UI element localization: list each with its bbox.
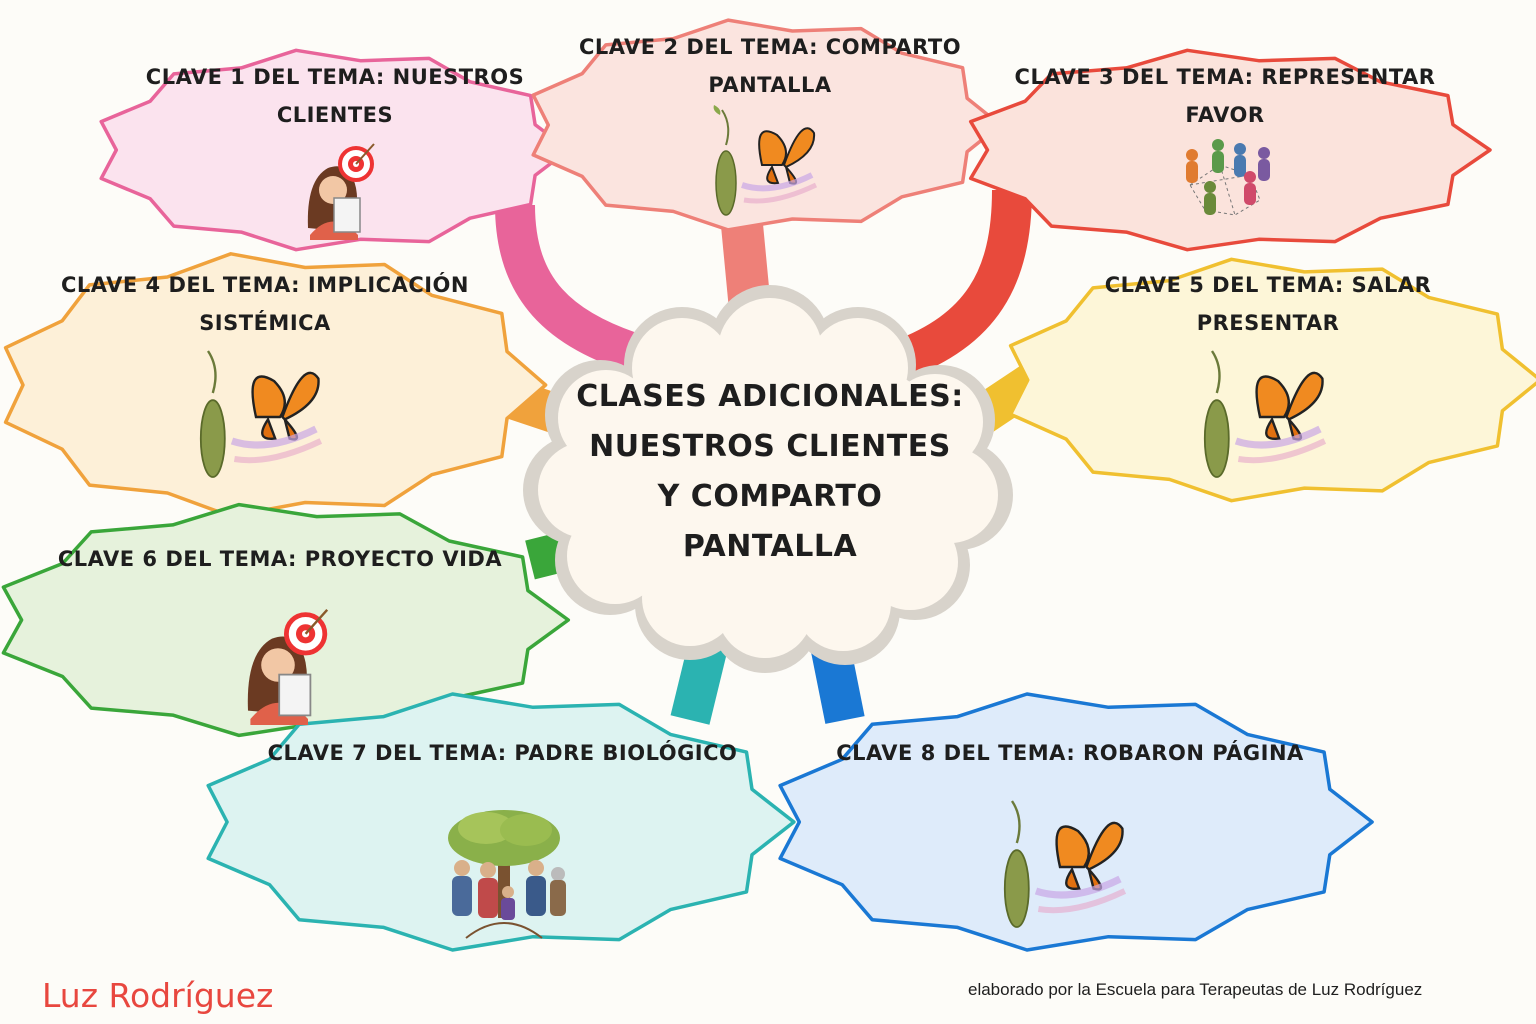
topic-2-line-2: PANTALLA xyxy=(708,73,832,97)
author-signature: Luz Rodríguez xyxy=(42,976,274,1015)
central-title: CLASES ADICIONALES: NUESTROS CLIENTES Y … xyxy=(560,372,980,572)
topic-2-label: CLAVE 2 DEL TEMA: COMPARTO PANTALLA xyxy=(555,28,985,104)
topic-5-label: CLAVE 5 DEL TEMA: SALAR PRESENTAR xyxy=(1050,266,1486,342)
topic-8-label: CLAVE 8 DEL TEMA: ROBARON PÁGINA xyxy=(800,734,1340,772)
topic-4-line-1: CLAVE 4 DEL TEMA: IMPLICACIÓN xyxy=(61,273,469,297)
woman-target-icon xyxy=(307,143,375,240)
topic-bubble-2 xyxy=(531,18,1003,232)
topic-6-line-1: CLAVE 6 DEL TEMA: PROYECTO VIDA xyxy=(57,547,503,571)
central-cloud xyxy=(523,285,1013,673)
topic-4-label: CLAVE 4 DEL TEMA: IMPLICACIÓN SISTÉMICA xyxy=(40,266,490,342)
topic-1-line-2: CLIENTES xyxy=(276,103,394,127)
topic-8-line-1: CLAVE 8 DEL TEMA: ROBARON PÁGINA xyxy=(836,741,1304,765)
connector-1 xyxy=(495,204,647,375)
credit-text: elaborado por la Escuela para Terapeutas… xyxy=(968,980,1423,999)
topic-bubble-8 xyxy=(778,692,1374,952)
woman-target-icon xyxy=(247,608,329,725)
topic-3-label: CLAVE 3 DEL TEMA: REPRESENTAR FAVOR xyxy=(1005,58,1445,134)
topic-6-label: CLAVE 6 DEL TEMA: PROYECTO VIDA xyxy=(20,540,540,578)
butterfly-chrysalis-icon xyxy=(713,105,818,216)
icons xyxy=(199,105,1327,939)
topic-1-label: CLAVE 1 DEL TEMA: NUESTROS CLIENTES xyxy=(120,58,550,134)
people-network-icon xyxy=(1186,139,1270,216)
topic-5-line-2: PRESENTAR xyxy=(1196,311,1340,335)
topic-3-line-1: CLAVE 3 DEL TEMA: REPRESENTAR xyxy=(1014,65,1436,89)
topic-bubble-3 xyxy=(968,48,1492,252)
topic-7-label: CLAVE 7 DEL TEMA: PADRE BIOLÓGICO xyxy=(230,734,775,772)
topic-4-line-2: SISTÉMICA xyxy=(199,311,331,335)
topic-bubbles xyxy=(1,18,1536,952)
butterfly-chrysalis-icon xyxy=(199,350,323,478)
central-title-line-4: PANTALLA xyxy=(682,529,858,564)
butterfly-chrysalis-icon xyxy=(1003,800,1127,928)
central-title-line-2: NUESTROS CLIENTES xyxy=(589,429,951,464)
butterfly-chrysalis-icon xyxy=(1203,350,1327,478)
connector-3 xyxy=(892,189,1032,379)
topic-bubble-1 xyxy=(99,48,571,252)
central-title-line-3: Y COMPARTO xyxy=(657,479,883,514)
topic-1-line-1: CLAVE 1 DEL TEMA: NUESTROS xyxy=(145,65,525,89)
topic-7-line-1: CLAVE 7 DEL TEMA: PADRE BIOLÓGICO xyxy=(267,741,738,765)
central-title-line-1: CLASES ADICIONALES: xyxy=(576,379,964,414)
topic-5-line-1: CLAVE 5 DEL TEMA: SALAR xyxy=(1104,273,1432,297)
topic-3-line-2: FAVOR xyxy=(1185,103,1265,127)
topic-2-line-1: CLAVE 2 DEL TEMA: COMPARTO xyxy=(578,35,962,59)
family-tree-icon xyxy=(448,810,566,939)
